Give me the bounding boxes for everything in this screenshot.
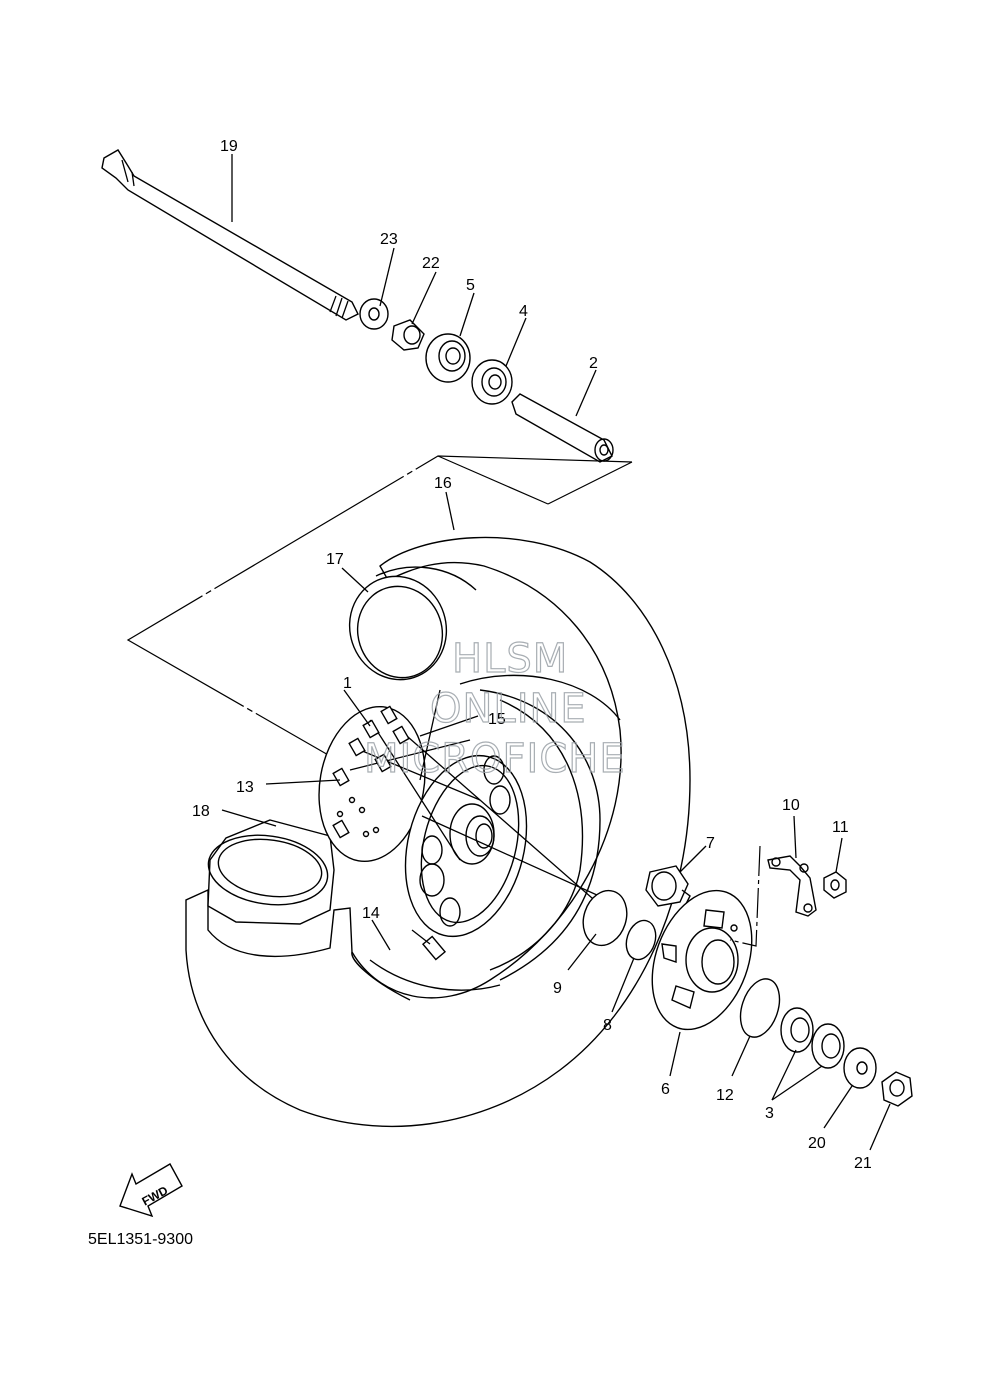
collar-part-7[interactable] [645, 865, 691, 907]
fwd-direction-arrow: FWD [119, 1163, 183, 1218]
part-label-7: 7 [706, 835, 715, 852]
watermark-line-1: HLSM [452, 636, 568, 682]
oil-seal-part-5[interactable] [425, 333, 471, 383]
part-label-8: 8 [603, 1017, 612, 1034]
diagram-code: 5EL1351-9300 [88, 1231, 193, 1248]
tube-part-18[interactable] [204, 819, 335, 925]
meter-clutch-part-10[interactable] [767, 855, 817, 917]
leader-lines [221, 154, 891, 1151]
spoke-nipples-part-15[interactable] [374, 725, 410, 773]
o-ring-part-8[interactable] [622, 917, 661, 964]
part-label-20: 20 [808, 1135, 826, 1152]
nut-part-11[interactable] [823, 871, 847, 899]
washer-part-20[interactable] [843, 1047, 877, 1089]
part-label-3: 3 [765, 1105, 774, 1122]
part-label-21: 21 [854, 1155, 872, 1172]
part-label-23: 23 [380, 231, 398, 248]
spoke-nipples-part-13[interactable] [332, 705, 398, 839]
rim-band-part-17[interactable] [336, 564, 477, 693]
part-label-5: 5 [466, 277, 475, 294]
o-ring-part-12[interactable] [734, 974, 787, 1042]
part-label-1: 1 [343, 675, 352, 692]
bearings-part-3[interactable] [780, 1007, 845, 1069]
part-label-6: 6 [661, 1081, 670, 1098]
gear-unit-part-6[interactable] [634, 877, 770, 1044]
wheel-hub-part-1[interactable] [307, 689, 625, 949]
part-label-9: 9 [553, 980, 562, 997]
part-label-11: 11 [832, 819, 849, 836]
part-label-2: 2 [589, 355, 598, 372]
watermark: HLSM ONLINE MICROFICHE [363, 635, 626, 782]
watermark-line-3: MICROFICHE [364, 736, 626, 782]
bracket-leader-2 [547, 461, 633, 505]
part-label-22: 22 [422, 255, 440, 272]
part-label-4: 4 [519, 303, 528, 320]
part-label-13: 13 [236, 779, 254, 796]
part-label-17: 17 [326, 551, 344, 568]
part-label-15: 15 [488, 711, 506, 728]
axle-nut-part-21[interactable] [881, 1071, 913, 1107]
spacer-part-2[interactable] [511, 393, 614, 463]
valve-part-14[interactable] [411, 929, 447, 961]
part-label-12: 12 [716, 1087, 734, 1104]
bracket-leader [437, 455, 549, 505]
assembly-bracket-line [126, 455, 633, 757]
part-labels: 1 2 3 4 5 6 7 8 9 10 11 12 13 14 15 16 1… [192, 138, 872, 1172]
circlip-part-9[interactable] [576, 885, 633, 951]
collar-part-23[interactable] [359, 298, 389, 330]
tire-part-16[interactable] [185, 536, 691, 1128]
bearing-part-4[interactable] [471, 359, 513, 405]
collar-part-22[interactable] [391, 319, 425, 351]
part-label-18: 18 [192, 803, 210, 820]
axle-part-19[interactable] [101, 149, 359, 321]
part-label-10: 10 [782, 797, 800, 814]
part-label-16: 16 [434, 475, 452, 492]
meter-clutch-leader [729, 845, 761, 947]
part-label-19: 19 [220, 138, 238, 155]
watermark-line-2: ONLINE [430, 686, 587, 732]
part-label-14: 14 [362, 905, 380, 922]
